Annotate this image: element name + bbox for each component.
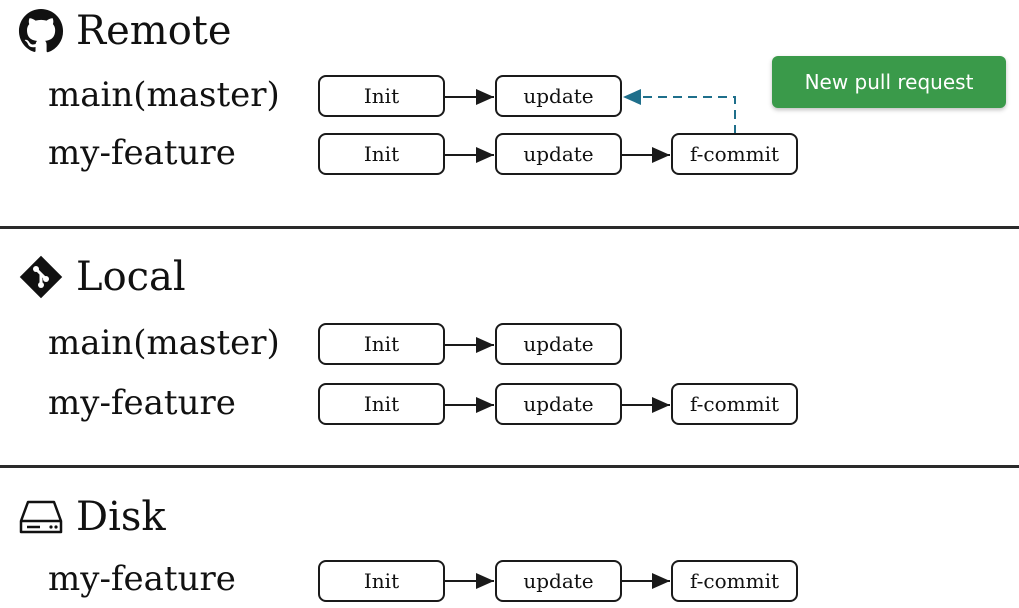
- section-title-text: Disk: [76, 494, 166, 540]
- commit-node: update: [495, 323, 622, 365]
- github-icon: [18, 8, 64, 54]
- branch-label: my-feature: [48, 133, 236, 173]
- section-divider: [0, 465, 1019, 468]
- branch-label: my-feature: [48, 383, 236, 423]
- commit-node: update: [495, 560, 622, 602]
- local-section-title: Local: [18, 254, 186, 300]
- commit-node: Init: [318, 133, 445, 175]
- commit-node: f-commit: [671, 383, 798, 425]
- new-pull-request-button[interactable]: New pull request: [772, 56, 1006, 108]
- commit-node: f-commit: [671, 560, 798, 602]
- section-title-text: Local: [76, 254, 186, 300]
- commit-node: Init: [318, 75, 445, 117]
- commit-node: update: [495, 383, 622, 425]
- commit-node: update: [495, 75, 622, 117]
- commit-node: f-commit: [671, 133, 798, 175]
- section-divider: [0, 226, 1019, 229]
- commit-node: Init: [318, 323, 445, 365]
- branch-label: my-feature: [48, 559, 236, 599]
- branch-label: main(master): [48, 75, 280, 115]
- commit-node: Init: [318, 560, 445, 602]
- remote-section-title: Remote: [18, 8, 232, 54]
- pull-request-link-arrow: [623, 89, 736, 134]
- section-title-text: Remote: [76, 8, 232, 54]
- branch-label: main(master): [48, 323, 280, 363]
- commit-node: update: [495, 133, 622, 175]
- hard-drive-icon: [18, 494, 64, 540]
- git-icon: [18, 254, 64, 300]
- commit-node: Init: [318, 383, 445, 425]
- disk-section-title: Disk: [18, 494, 166, 540]
